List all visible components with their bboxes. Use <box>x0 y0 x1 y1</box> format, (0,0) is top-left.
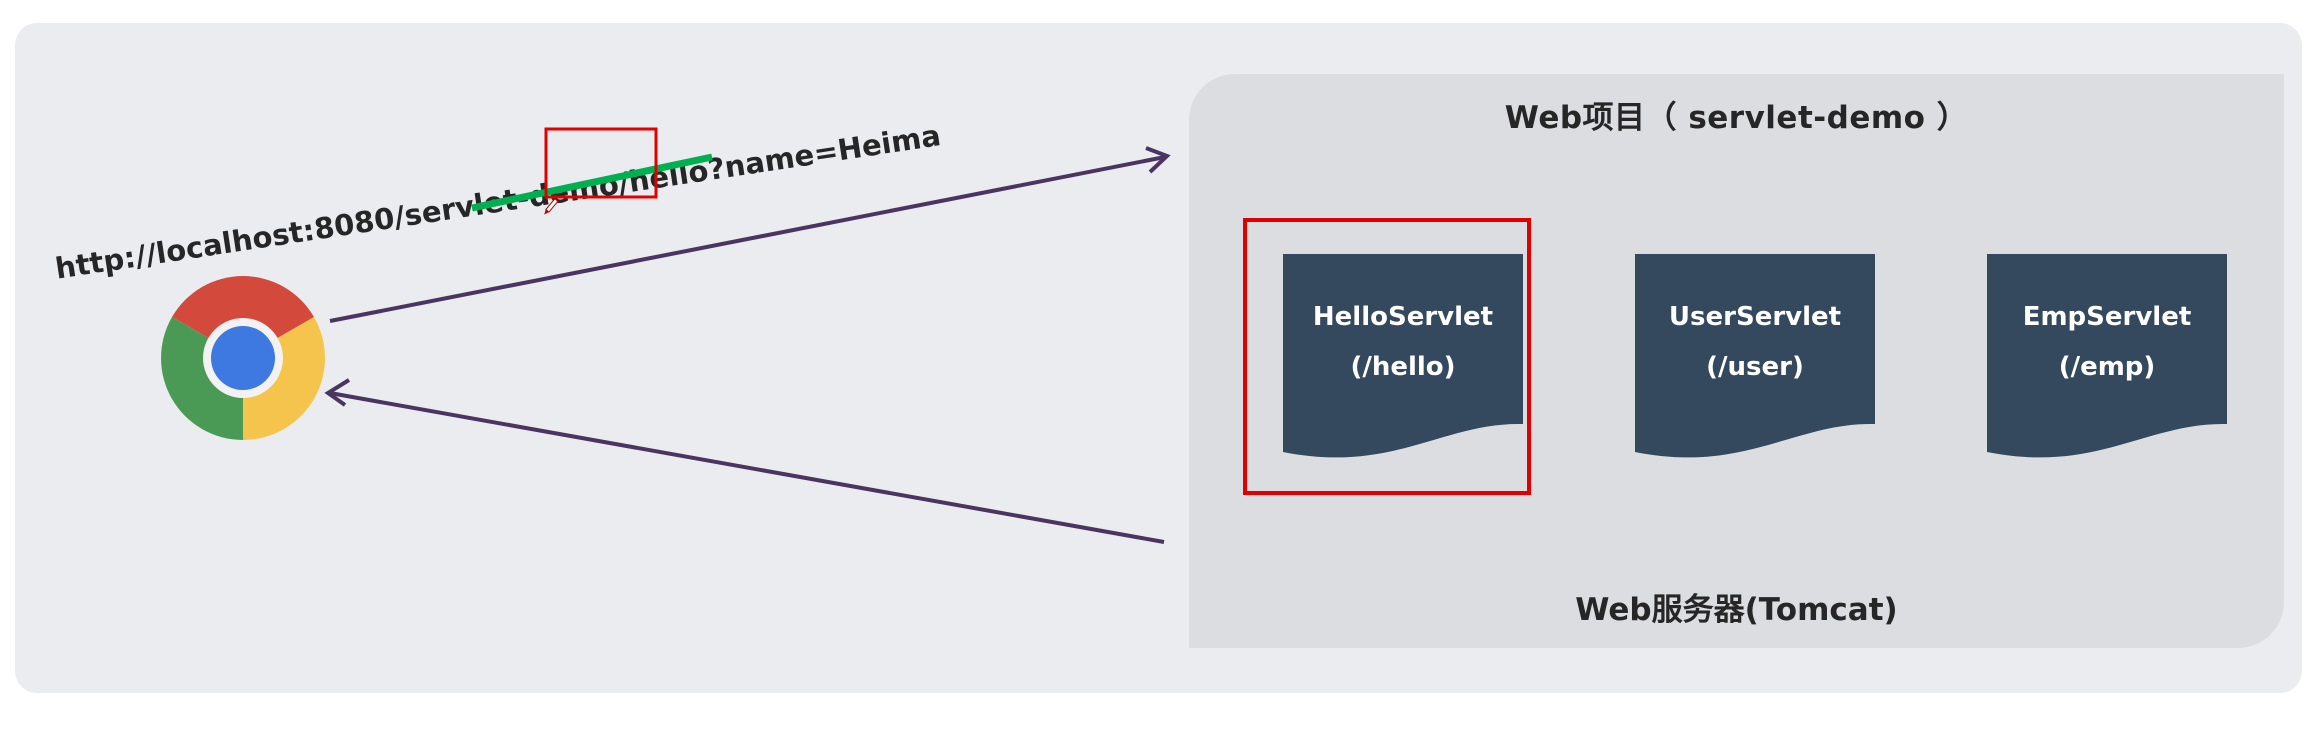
chrome-browser-icon <box>161 276 325 440</box>
servlet-path: (/emp) <box>2058 352 2156 382</box>
document-shape-icon <box>1283 254 1523 458</box>
request-arrow <box>329 146 1171 323</box>
servlet-doc-user: UserServlet (/user) <box>1635 254 1875 474</box>
servlet-path: (/user) <box>1706 352 1804 382</box>
response-arrow <box>324 378 1165 544</box>
servlet-name: EmpServlet <box>2022 302 2192 332</box>
hello-servlet-highlight <box>1243 218 1531 495</box>
document-shape-icon <box>1635 254 1875 458</box>
pen-cursor-icon <box>544 198 559 215</box>
servlet-doc-hello: HelloServlet (/hello) <box>1283 254 1523 474</box>
url-path-highlight <box>544 127 658 199</box>
servlet-doc-emp: EmpServlet (/emp) <box>1987 254 2227 474</box>
path-underline <box>471 153 713 212</box>
web-server-label: Web服务器(Tomcat) <box>1575 592 1898 628</box>
servlet-name: HelloServlet <box>1312 302 1494 332</box>
web-project-title: Web项目（ servlet-demo ） <box>1504 100 1969 136</box>
document-shape-icon <box>1987 254 2227 458</box>
servlet-name: UserServlet <box>1668 302 1842 332</box>
servlet-path: (/hello) <box>1350 352 1456 382</box>
